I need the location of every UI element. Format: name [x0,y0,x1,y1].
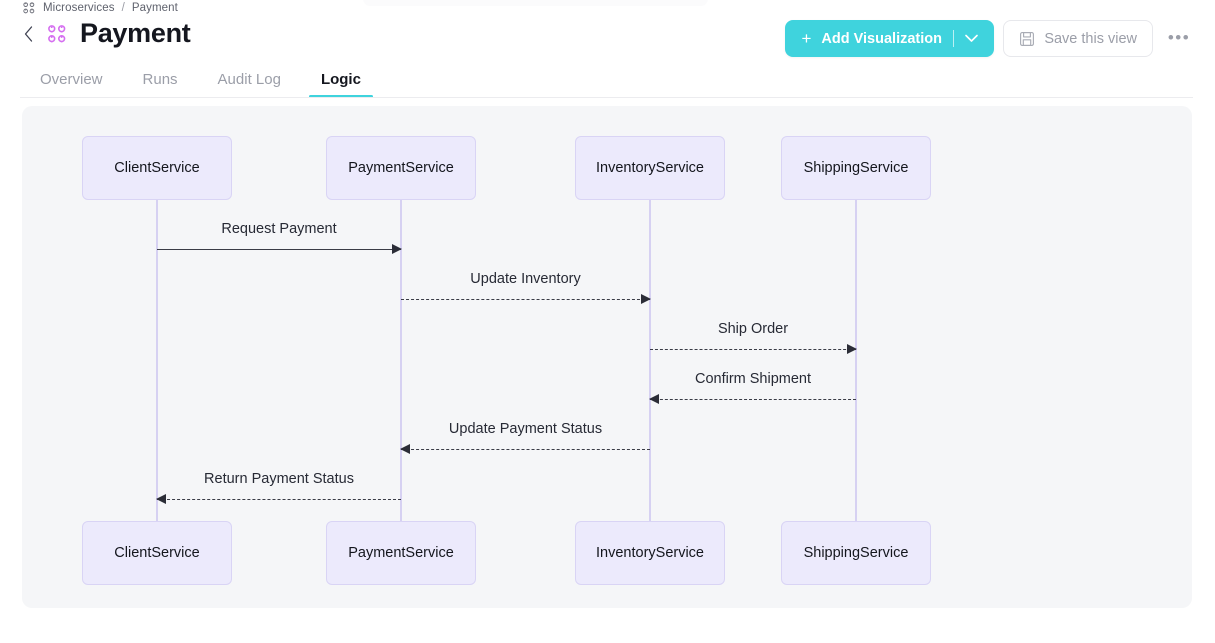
message-arrow-shaft [157,249,401,250]
participant-label: PaymentService [348,160,454,176]
cluster-icon [22,1,36,15]
tab-runs[interactable]: Runs [142,70,178,88]
message-label-5: Return Payment Status [204,471,354,487]
tab-bar-divider [20,97,1193,98]
participant-top-clientservice[interactable]: ClientService [82,136,232,200]
message-label-2: Ship Order [717,321,789,337]
message-label-4: Update Payment Status [448,421,603,437]
participant-bottom-paymentservice[interactable]: PaymentService [326,521,476,585]
message-label-1: Update Inventory [470,271,581,287]
message-arrow-shaft [401,299,650,300]
message-arrow-shaft [650,349,856,350]
breadcrumb-item-0[interactable]: Microservices [43,2,115,14]
participant-bottom-clientservice[interactable]: ClientService [82,521,232,585]
button-divider [953,30,954,47]
message-label-3: Confirm Shipment [694,371,812,387]
breadcrumb: Microservices / Payment [22,1,178,15]
save-disk-icon [1019,31,1035,47]
arrowhead-left-icon [400,444,410,454]
lifeline-inventoryservice [649,200,651,521]
message-arrow-shaft [401,449,650,450]
plus-icon: + [801,28,812,48]
chevron-down-icon[interactable] [965,34,978,43]
participant-top-paymentservice[interactable]: PaymentService [326,136,476,200]
breadcrumb-item-1[interactable]: Payment [131,2,178,14]
participant-bottom-inventoryservice[interactable]: InventoryService [575,521,725,585]
arrowhead-right-icon [641,294,651,304]
participant-top-shippingservice[interactable]: ShippingService [781,136,931,200]
tab-bar: Overview Runs Audit Log Logic [20,60,381,98]
chevron-left-icon[interactable] [20,21,36,47]
title-row: Payment [20,18,191,48]
participant-label: InventoryService [596,545,704,561]
participant-top-inventoryservice[interactable]: InventoryService [575,136,725,200]
arrowhead-left-icon [649,394,659,404]
arrowhead-left-icon [156,494,166,504]
lifeline-paymentservice [400,200,402,521]
top-ghost-bar [363,0,708,6]
participant-label: InventoryService [596,160,704,176]
tab-audit-log[interactable]: Audit Log [217,70,281,88]
tab-logic[interactable]: Logic [301,60,381,98]
arrowhead-right-icon [847,344,857,354]
participant-label: PaymentService [348,545,454,561]
add-visualization-button[interactable]: + Add Visualization [785,20,994,57]
tab-overview[interactable]: Overview [40,70,103,88]
participant-label: ShippingService [803,545,909,561]
save-this-view-label: Save this view [1044,30,1137,47]
lifeline-shippingservice [855,200,857,521]
lifeline-clientservice [156,200,158,521]
participant-label: ClientService [114,160,200,176]
message-label-0: Request Payment [221,221,337,237]
participant-label: ClientService [114,545,200,561]
message-arrow-shaft [650,399,856,400]
cluster-icon [46,23,68,45]
participant-bottom-shippingservice[interactable]: ShippingService [781,521,931,585]
save-this-view-button[interactable]: Save this view [1003,20,1153,57]
breadcrumb-separator: / [121,2,125,14]
participant-label: ShippingService [803,160,909,176]
message-arrow-shaft [157,499,401,500]
arrowhead-right-icon [392,244,402,254]
ellipsis-icon[interactable]: ••• [1167,28,1191,47]
add-visualization-label: Add Visualization [821,30,942,47]
page-title: Payment [80,18,191,48]
